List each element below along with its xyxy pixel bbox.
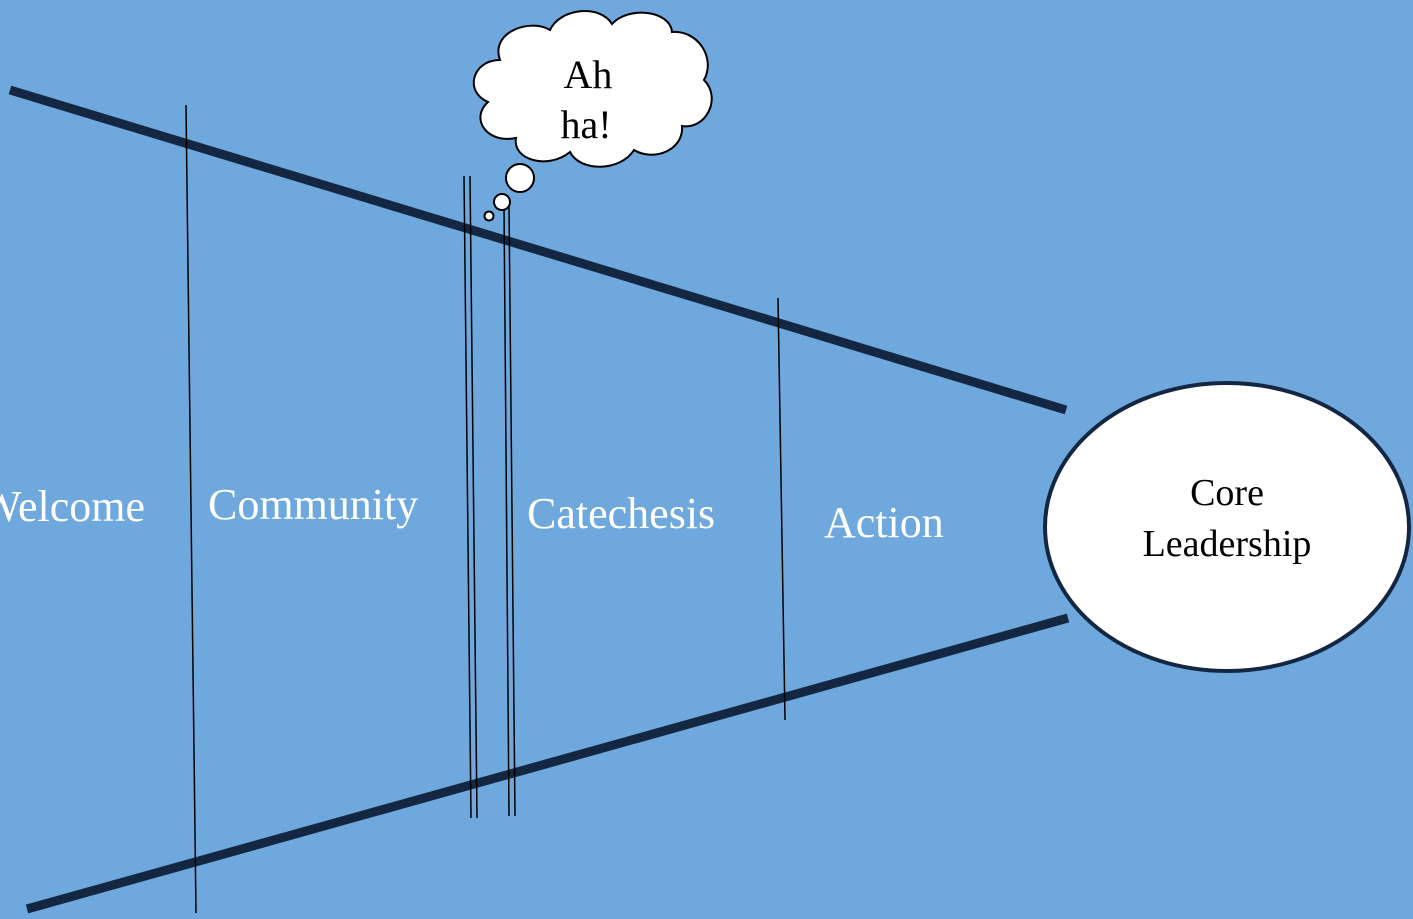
- divider-catechesis-right-2: [508, 205, 516, 817]
- divider-community-left-2: [469, 175, 478, 819]
- divider-catechesis-right-1: [503, 205, 510, 817]
- thought-dot-large: [505, 163, 535, 193]
- thought-text-line2: ha!: [560, 102, 611, 147]
- thought-text-line1: Ah: [564, 52, 613, 97]
- thought-cloud: [472, 10, 713, 168]
- stage-label-action: Action: [824, 498, 944, 547]
- divider-welcome-community: [185, 104, 197, 914]
- core-leadership-circle: [1043, 381, 1411, 673]
- stage-label-catechesis: Catechesis: [527, 489, 715, 538]
- divider-catechesis-action: [777, 297, 786, 721]
- thought-dot-small: [483, 210, 495, 222]
- core-label-line2: Leadership: [1143, 523, 1312, 565]
- stage-label-community: Community: [208, 480, 418, 529]
- funnel-bottom-edge: [25, 613, 1070, 914]
- thought-bubble: Ah ha!: [472, 10, 713, 222]
- thought-dot-medium: [493, 193, 511, 211]
- stage-label-welcome: Welcome: [0, 482, 145, 531]
- core-label-line1: Core: [1190, 472, 1264, 514]
- divider-community-left-1: [463, 175, 472, 819]
